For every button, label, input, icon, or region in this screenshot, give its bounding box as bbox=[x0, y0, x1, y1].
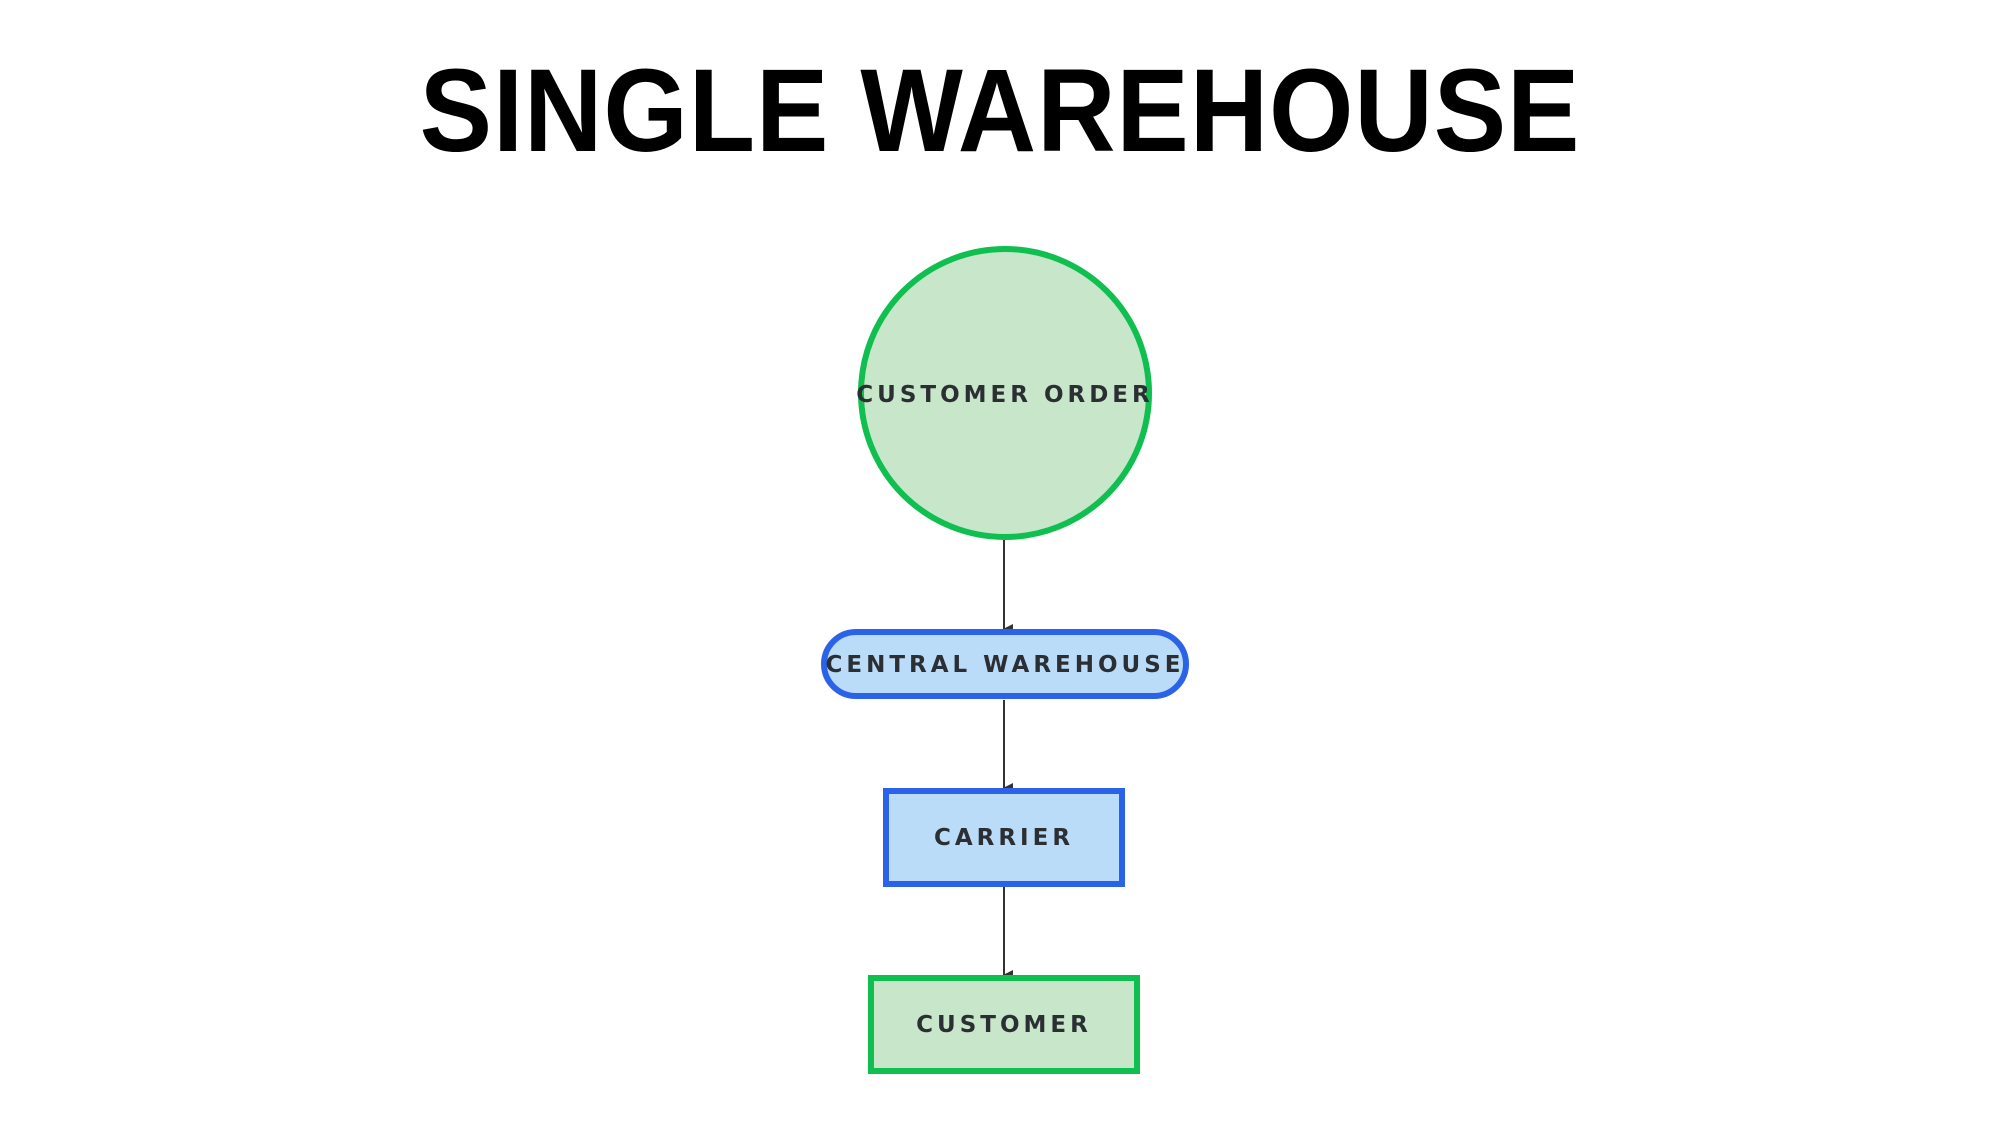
node-shape-circle bbox=[858, 246, 1152, 540]
diagram-title: SINGLE WAREHOUSE bbox=[419, 45, 1581, 177]
node-customer[interactable]: CUSTOMER bbox=[868, 975, 1140, 1074]
node-label: CUSTOMER bbox=[916, 1012, 1092, 1038]
node-label: CARRIER bbox=[934, 825, 1074, 851]
node-label: CUSTOMER ORDER bbox=[856, 382, 1153, 408]
node-label: CENTRAL WAREHOUSE bbox=[825, 652, 1184, 678]
node-carrier[interactable]: CARRIER bbox=[883, 788, 1125, 887]
node-shape-pill bbox=[821, 629, 1189, 699]
node-customer-order[interactable]: CUSTOMER ORDER bbox=[856, 246, 1153, 540]
node-shape-rect bbox=[883, 788, 1125, 887]
node-central-warehouse[interactable]: CENTRAL WAREHOUSE bbox=[821, 629, 1189, 699]
node-shape-rect bbox=[868, 975, 1140, 1074]
